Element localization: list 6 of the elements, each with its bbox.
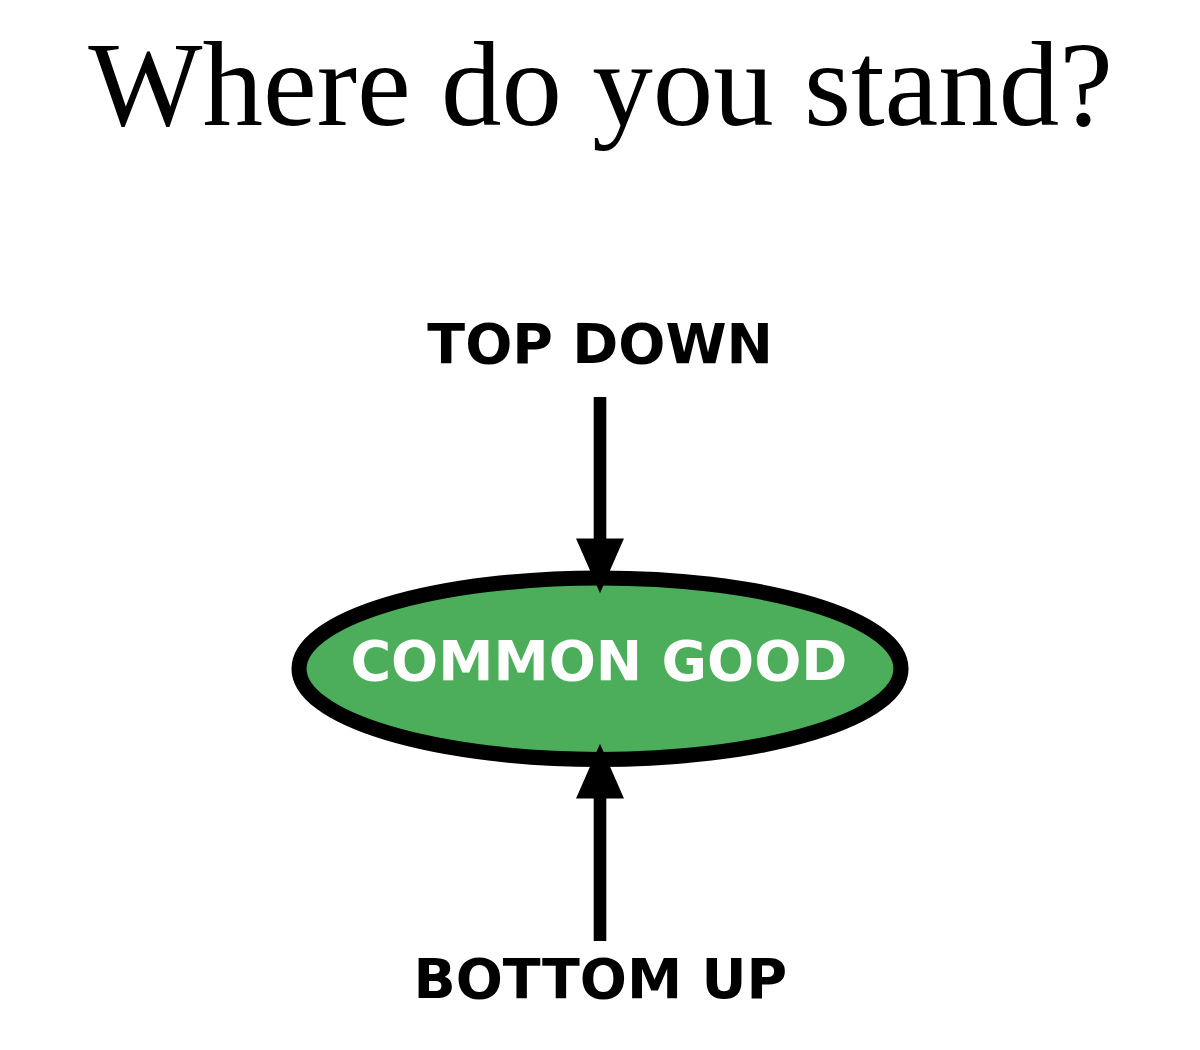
node-text: BOTTOM UP bbox=[413, 946, 788, 1011]
diagram-title: Where do you stand? bbox=[88, 17, 1114, 152]
node-text: TOP DOWN bbox=[427, 311, 773, 376]
arrow bbox=[576, 397, 624, 594]
node-ellipse: COMMON GOOD bbox=[291, 570, 909, 767]
arrow bbox=[576, 743, 624, 941]
